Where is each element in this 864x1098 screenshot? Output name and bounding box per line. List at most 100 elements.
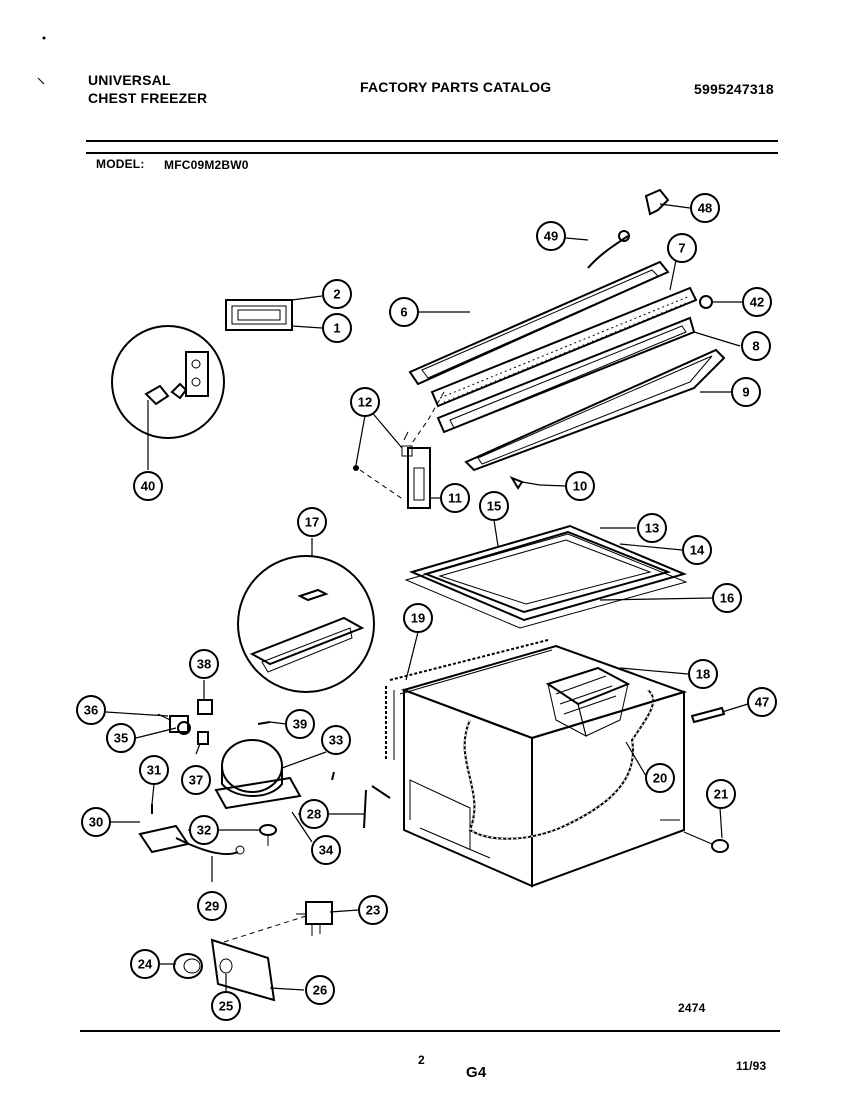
svg-text:33: 33 — [329, 733, 343, 748]
callout-12: 12 — [350, 387, 380, 417]
screw-part-33 — [331, 771, 335, 781]
callout-15: 15 — [479, 491, 509, 521]
handle-part-1-2 — [225, 299, 293, 331]
drain-plug-part-21 — [683, 831, 729, 853]
clip-part-37 — [197, 731, 209, 745]
revision-date: 11/93 — [736, 1059, 767, 1073]
section-code: G4 — [466, 1064, 487, 1081]
callout-32: 32 — [189, 815, 219, 845]
svg-text:35: 35 — [114, 731, 128, 746]
lid-inner-liner — [430, 286, 698, 408]
callout-18: 18 — [688, 659, 718, 689]
callout-40: 40 — [133, 471, 163, 501]
callout-37: 37 — [181, 765, 211, 795]
svg-text:30: 30 — [89, 815, 103, 830]
svg-text:26: 26 — [313, 983, 327, 998]
header-rule-top — [86, 140, 778, 142]
callout-31: 31 — [139, 755, 169, 785]
callout-38: 38 — [189, 649, 219, 679]
grommet-part-32 — [259, 824, 277, 846]
svg-text:48: 48 — [698, 201, 712, 216]
callout-19: 19 — [403, 603, 433, 633]
svg-text:28: 28 — [307, 807, 321, 822]
svg-text:47: 47 — [755, 695, 769, 710]
callout-2: 2 — [322, 279, 352, 309]
svg-text:19: 19 — [411, 611, 425, 626]
header-rule-bottom — [86, 152, 778, 154]
callout-28: 28 — [299, 799, 329, 829]
capillary-part-28 — [363, 785, 391, 829]
hinge-screws-part-12 — [353, 409, 405, 501]
callout-14: 14 — [682, 535, 712, 565]
callout-16: 16 — [712, 583, 742, 613]
callout-8: 8 — [741, 331, 771, 361]
screw-part-39 — [257, 721, 271, 725]
control-panel-part-26 — [210, 938, 276, 1002]
drawing-number: 2474 — [678, 1001, 706, 1015]
hinge-guide-line — [409, 391, 445, 447]
callout-9: 9 — [731, 377, 761, 407]
callout-30: 30 — [81, 807, 111, 837]
callout-36: 36 — [76, 695, 106, 725]
svg-text:1: 1 — [333, 321, 340, 336]
callout-10: 10 — [565, 471, 595, 501]
svg-text:6: 6 — [400, 305, 407, 320]
lid-gasket — [464, 348, 726, 472]
callout-20: 20 — [645, 763, 675, 793]
svg-text:40: 40 — [141, 479, 155, 494]
callout-13: 13 — [637, 513, 667, 543]
detail-circle-part-17 — [237, 555, 375, 693]
callout-17: 17 — [297, 507, 327, 537]
callout-25: 25 — [211, 991, 241, 1021]
top-frame-breaker — [404, 524, 688, 629]
screw-part-10 — [509, 475, 541, 490]
stray-mark — [37, 77, 45, 85]
callout-29: 29 — [197, 891, 227, 921]
lock-part-49 — [587, 230, 630, 269]
svg-text:49: 49 — [544, 229, 558, 244]
bracket-part-30 — [138, 824, 245, 856]
compressor — [214, 739, 302, 810]
svg-text:2: 2 — [333, 287, 340, 302]
cabinet-body — [400, 644, 688, 888]
stray-mark — [42, 36, 46, 40]
svg-text:31: 31 — [147, 763, 161, 778]
svg-text:16: 16 — [720, 591, 734, 606]
leader-lines — [105, 203, 749, 992]
callout-47: 47 — [747, 687, 777, 717]
page-number: 2 — [418, 1053, 425, 1067]
switch-part-23 — [296, 901, 333, 936]
lid-outer-frame — [408, 260, 670, 386]
callout-11: 11 — [440, 483, 470, 513]
svg-text:36: 36 — [84, 703, 98, 718]
brand-name: UNIVERSAL — [88, 72, 171, 88]
callout-48: 48 — [690, 193, 720, 223]
svg-text:12: 12 — [358, 395, 372, 410]
svg-text:42: 42 — [750, 295, 764, 310]
control-guide-line — [223, 915, 307, 943]
svg-text:34: 34 — [319, 843, 334, 858]
callout-42: 42 — [742, 287, 772, 317]
callout-39: 39 — [285, 709, 315, 739]
svg-text:15: 15 — [487, 499, 501, 514]
callout-24: 24 — [130, 949, 160, 979]
overload-part-38 — [197, 699, 213, 715]
callout-21: 21 — [706, 779, 736, 809]
callout-35: 35 — [106, 723, 136, 753]
svg-text:21: 21 — [714, 787, 728, 802]
callout-1: 1 — [322, 313, 352, 343]
svg-text:20: 20 — [653, 771, 667, 786]
basket-part-18 — [545, 666, 631, 737]
svg-text:29: 29 — [205, 899, 219, 914]
catalog-title: FACTORY PARTS CATALOG — [360, 79, 552, 95]
callout-6: 6 — [389, 297, 419, 327]
evaporator-tube-part-20 — [463, 689, 655, 840]
knob-part-24 — [173, 953, 203, 979]
condenser-coil-part-19 — [385, 639, 553, 760]
callout-34: 34 — [311, 835, 341, 865]
model-label: MODEL: — [96, 157, 145, 171]
hinge-part-11 — [401, 431, 431, 509]
label-part-47 — [690, 706, 726, 724]
key-part-48 — [644, 188, 670, 216]
svg-text:14: 14 — [690, 543, 705, 558]
